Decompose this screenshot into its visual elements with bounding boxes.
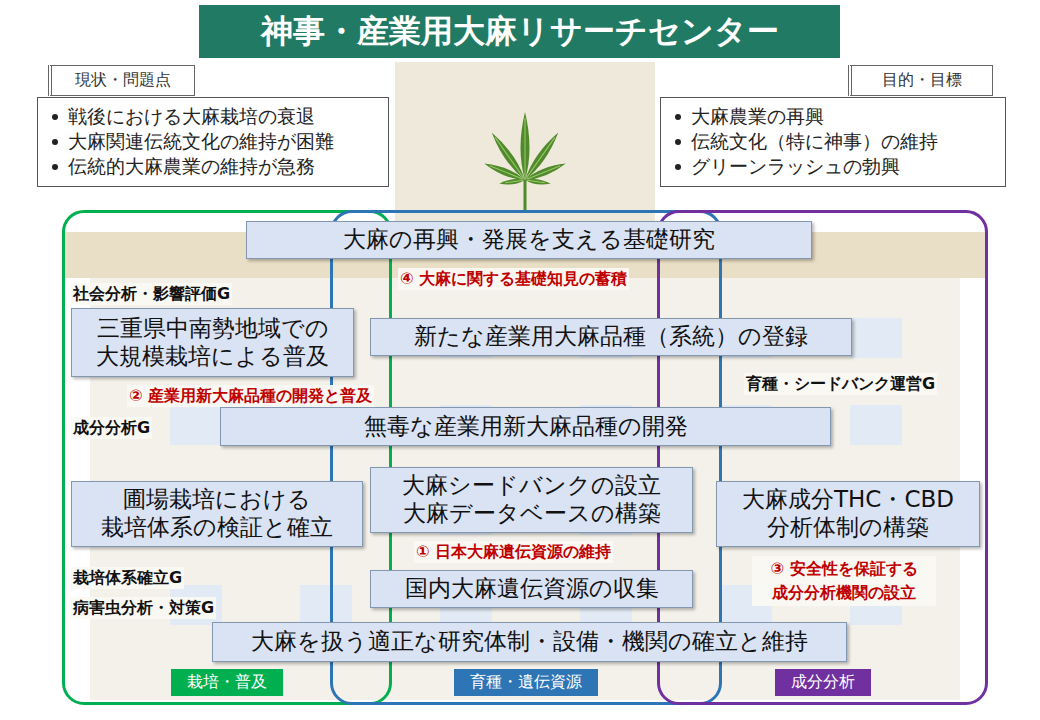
- group-label: 育種・シードバンク運営G: [744, 373, 937, 395]
- box-text: 圃場栽培における 栽培体系の検証と確立: [82, 486, 352, 541]
- leaflet-blade: [499, 178, 525, 187]
- note-box: 戦後における大麻栽培の衰退大麻関連伝統文化の維持が困難伝統的大麻農業の維持が急務: [37, 97, 389, 187]
- process-box: 大麻の再興・発展を支える基礎研究: [246, 221, 812, 259]
- group-label: 社会分析・影響評価G: [71, 283, 232, 305]
- window: [170, 405, 222, 445]
- process-box: 三重県中南勢地域での 大規模栽培による普及: [71, 308, 354, 377]
- process-box: 大麻成分THC・CBD 分析体制の構築: [716, 481, 980, 547]
- region-label: 栽培・普及: [171, 669, 283, 696]
- box-text: 大麻シードバンクの設立 大麻データベースの構築: [381, 472, 682, 527]
- leaflet: [499, 178, 525, 187]
- box-text: 新たな産業用大麻品種（系統）の登録: [414, 323, 808, 351]
- goal-label: ④ 大麻に関する基礎知見の蓄積: [398, 268, 629, 290]
- tab-label: 現状・問題点: [75, 70, 171, 91]
- leaflet-midrib: [505, 180, 523, 183]
- process-box: 大麻シードバンクの設立 大麻データベースの構築: [370, 467, 693, 533]
- goal-label: ① 日本大麻遺伝資源の維持: [414, 541, 613, 563]
- box-text: 大麻を扱う適正な研究体制・設備・機関の確立と維持: [251, 628, 808, 656]
- box-text: 大麻成分THC・CBD 分析体制の構築: [727, 486, 969, 541]
- tab-label: 目的・目標: [882, 70, 962, 91]
- bullet-item: 大麻関連伝統文化の維持が困難: [46, 129, 380, 154]
- leaflet-blade: [521, 112, 530, 180]
- process-box: 大麻を扱う適正な研究体制・設備・機関の確立と維持: [212, 622, 847, 662]
- goal-label: ③ 安全性を保証する 成分分析機関の設立: [752, 556, 936, 606]
- box-text: 国内大麻遺伝資源の収集: [405, 575, 659, 603]
- note-box: 大麻農業の再興伝統文化（特に神事）の維持グリーンラッシュの勃興: [660, 97, 1006, 187]
- process-box: 無毒な産業用新大麻品種の開発: [220, 407, 831, 446]
- note-tab: 目的・目標: [848, 65, 993, 96]
- bullet-item: 伝統文化（特に神事）の維持: [669, 129, 997, 154]
- tower: [395, 62, 655, 234]
- group-label: 成分分析G: [71, 417, 152, 439]
- process-box: 国内大麻遺伝資源の収集: [370, 570, 693, 608]
- region-label: 成分分析: [775, 669, 871, 696]
- leaflet-midrib: [525, 118, 526, 178]
- window: [300, 585, 352, 625]
- box-text: 無毒な産業用新大麻品種の開発: [364, 413, 688, 441]
- hemp-leaf: [483, 112, 567, 210]
- group-label: 病害虫分析・対策G: [71, 597, 216, 619]
- bullet-item: 戦後における大麻栽培の衰退: [46, 104, 380, 129]
- window: [850, 405, 902, 445]
- group-label: 栽培体系確立G: [71, 567, 184, 589]
- process-box: 圃場栽培における 栽培体系の検証と確立: [71, 481, 363, 547]
- title-text: 神事・産業用大麻リサーチセンター: [261, 10, 779, 54]
- bullet-item: 伝統的大麻農業の維持が急務: [46, 154, 380, 179]
- window: [850, 318, 902, 358]
- leaflet-blade: [525, 178, 551, 187]
- leaflet-midrib: [490, 166, 523, 179]
- bullet-item: グリーンラッシュの勃興: [669, 154, 997, 179]
- box-text: 大麻の再興・発展を支える基礎研究: [343, 226, 715, 254]
- leaflet-midrib: [527, 180, 545, 183]
- bullet-item: 大麻農業の再興: [669, 104, 997, 129]
- note-tab: 現状・問題点: [48, 65, 195, 96]
- leaflet: [521, 112, 530, 180]
- goal-label: ② 産業用新大麻品種の開発と普及: [127, 385, 374, 407]
- process-box: 新たな産業用大麻品種（系統）の登録: [370, 318, 852, 356]
- leaf-stem: [524, 180, 527, 210]
- title-banner: 神事・産業用大麻リサーチセンター: [199, 5, 840, 58]
- leaflet: [525, 178, 551, 187]
- box-text: 三重県中南勢地域での 大規模栽培による普及: [82, 315, 343, 370]
- region-label: 育種・遺伝資源: [454, 669, 598, 696]
- leaflet-midrib: [527, 166, 560, 179]
